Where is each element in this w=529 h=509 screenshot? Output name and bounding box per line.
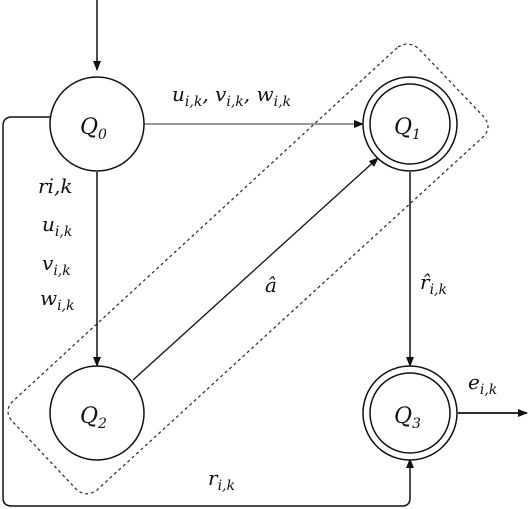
node-q1-name: Q [394, 115, 412, 140]
label-q0-q3: ri,k [208, 466, 235, 494]
svg-text:Q0: Q0 [80, 115, 107, 143]
node-q0: Q0 [49, 76, 145, 172]
label-q0-q1: ui,k, vi,k, wi,k [172, 82, 291, 110]
label-q1-q3: r̂i,k [420, 270, 447, 298]
node-q2: Q2 [49, 365, 145, 461]
dashed-group-box [7, 43, 489, 495]
label-q3-out: ei,k [468, 370, 497, 398]
node-q2-name: Q [80, 404, 98, 429]
node-q0-name: Q [80, 115, 98, 140]
svg-text:Q3: Q3 [394, 404, 421, 432]
node-q2-sub: 2 [97, 416, 107, 432]
node-q3: Q3 [362, 365, 458, 461]
svg-text:Q1: Q1 [394, 115, 421, 143]
label-q0-q2-v: vi,k [42, 251, 71, 279]
label-q0-q2-r: ri,k [38, 174, 72, 198]
node-q3-name: Q [394, 404, 412, 429]
edge-q2-q1 [132, 157, 379, 381]
node-q1-sub: 1 [412, 127, 421, 143]
label-q2-q1: â [265, 273, 277, 297]
edge-q0-q3 [2, 116, 414, 507]
node-q3-sub: 3 [412, 416, 421, 432]
label-q0-q2-u: ui,k [42, 212, 72, 240]
label-q0-q2-w: wi,k [40, 286, 75, 314]
node-q0-sub: 0 [98, 127, 107, 143]
svg-text:Q2: Q2 [80, 404, 107, 432]
node-q1: Q1 [362, 76, 458, 172]
